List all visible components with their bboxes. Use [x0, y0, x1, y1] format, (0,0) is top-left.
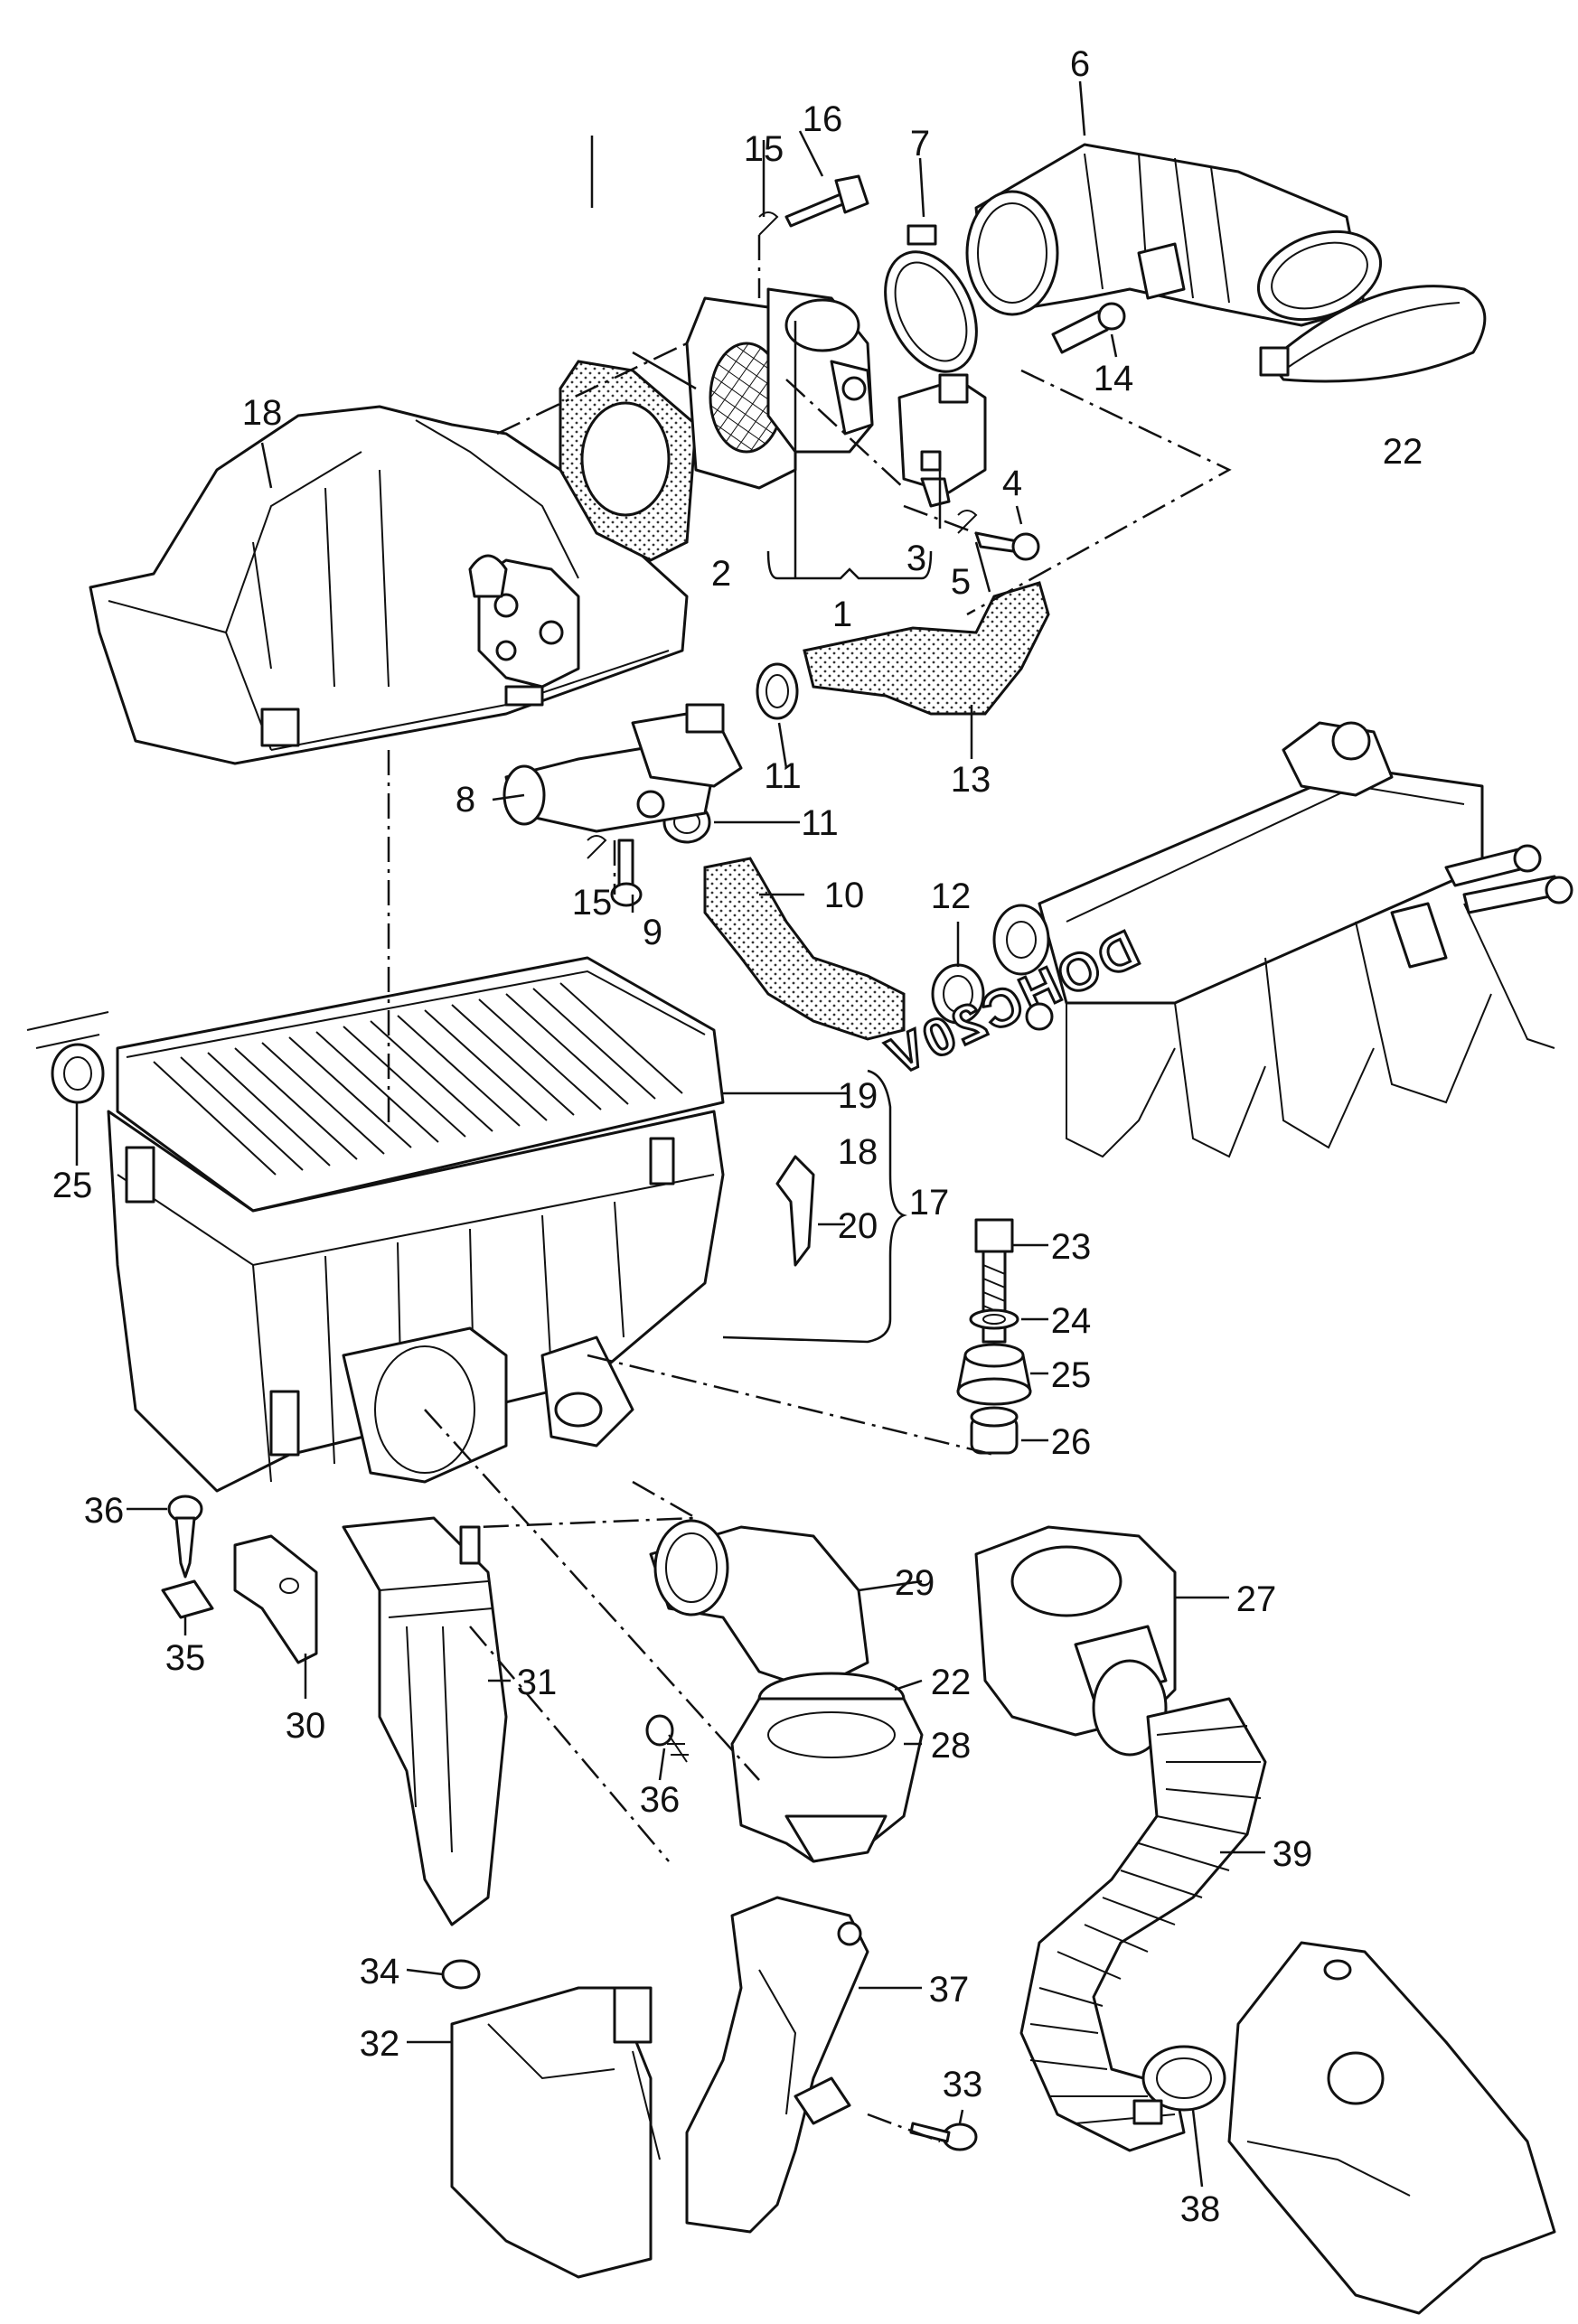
- callout-6: 6: [1070, 44, 1090, 84]
- screw-4: [974, 531, 1040, 561]
- clip-20: [775, 1155, 815, 1267]
- hose-clamp-band-22-top: [1259, 285, 1487, 383]
- callout-16: 16: [803, 99, 843, 139]
- hose-clamp-11-upper: [756, 662, 799, 720]
- gasket: [559, 360, 698, 562]
- callout-2: 2: [711, 554, 731, 594]
- screw-36-middle: [645, 1714, 689, 1763]
- callout-26: 26: [1051, 1422, 1092, 1462]
- callout-17: 17: [909, 1183, 950, 1223]
- callout-15-top: 15: [744, 129, 784, 169]
- spring-clip-15-bottom: [587, 835, 607, 859]
- screw-33: [909, 2122, 978, 2151]
- callout-20: 20: [838, 1206, 878, 1246]
- washer-24: [969, 1308, 1019, 1330]
- nut-34: [441, 1959, 481, 1990]
- callout-35: 35: [165, 1638, 206, 1678]
- callout-18-side: 18: [838, 1132, 878, 1172]
- leader-lines: [75, 80, 1265, 2188]
- callout-24: 24: [1051, 1301, 1092, 1341]
- callout-34: 34: [360, 1952, 400, 1991]
- callout-37: 37: [929, 1970, 970, 2010]
- air-guide-31: [342, 1516, 508, 1926]
- callout-22-top: 22: [1383, 432, 1423, 472]
- callout-4: 4: [1002, 464, 1022, 503]
- connector: [897, 373, 987, 508]
- filter-element: [116, 956, 725, 1213]
- air-duct-32: [450, 1986, 661, 2279]
- screw-36-left: [167, 1495, 203, 1579]
- hose-10: [703, 857, 906, 1041]
- grommet-25-right: [956, 1343, 1032, 1406]
- callout-25-right: 25: [1051, 1355, 1092, 1395]
- callout-36-middle: 36: [640, 1780, 681, 1820]
- callout-23: 23: [1051, 1227, 1092, 1267]
- grommet-25-left: [26, 1011, 109, 1104]
- hose-clamp-7: [884, 224, 978, 373]
- filter-pleats: [153, 982, 683, 1176]
- callout-8: 8: [456, 780, 475, 820]
- air-duct-28: [730, 1697, 924, 1863]
- sleeve-26: [970, 1406, 1019, 1455]
- callout-27: 27: [1236, 1579, 1277, 1619]
- duct-elbow-29: [649, 1519, 869, 1691]
- mounting-bracket: [1227, 1941, 1556, 2315]
- callout-22-lower: 22: [931, 1663, 972, 1702]
- callout-10: 10: [824, 876, 865, 915]
- callout-9: 9: [643, 913, 662, 952]
- callout-11-lower: 11: [801, 803, 839, 843]
- idle-valve-8: [503, 703, 743, 833]
- callout-13: 13: [951, 760, 991, 800]
- callout-29: 29: [895, 1563, 935, 1603]
- callout-25-left: 25: [52, 1166, 93, 1205]
- callout-30: 30: [286, 1706, 326, 1746]
- callout-28: 28: [931, 1726, 972, 1766]
- valve-14: [1051, 302, 1126, 354]
- heat-shield-37: [685, 1896, 869, 2234]
- callout-15-bottom: 15: [572, 883, 613, 923]
- assembly-center-lines: [387, 235, 1232, 2143]
- callout-39: 39: [1273, 1834, 1313, 1874]
- hose-clamp-12: [931, 963, 985, 1025]
- callout-14: 14: [1094, 359, 1134, 398]
- air-mass-meter-27: [974, 1525, 1177, 1757]
- clip-35: [161, 1579, 214, 1619]
- screw-9: [610, 839, 643, 907]
- intake-boot: [965, 143, 1383, 327]
- callout-11-upper: 11: [764, 756, 802, 796]
- callout-7: 7: [910, 124, 930, 164]
- callout-33: 33: [943, 2065, 983, 2104]
- callout-32: 32: [360, 2024, 400, 2064]
- bracket-30: [233, 1534, 318, 1664]
- hose-clamp-38: [1132, 2045, 1226, 2125]
- callout-36-left: 36: [84, 1491, 125, 1531]
- callout-12: 12: [931, 876, 972, 916]
- callout-18-top: 18: [242, 393, 283, 433]
- air-mass-meter: [685, 287, 874, 490]
- air-filter-upper-housing: [89, 405, 689, 765]
- callout-38: 38: [1180, 2189, 1221, 2229]
- callout-31: 31: [517, 1663, 558, 1702]
- screw-16: [784, 174, 869, 228]
- callout-3: 3: [906, 539, 926, 578]
- spring-clip-15-top: [758, 211, 779, 236]
- callout-1: 1: [832, 595, 852, 634]
- air-filter-lower-housing: [107, 1110, 725, 1493]
- callout-5: 5: [951, 562, 971, 602]
- hose-13: [803, 581, 1050, 716]
- callout-19: 19: [838, 1076, 878, 1116]
- callout-labels: 1 2 3 4 5 6 7 8 9 10 11 11 12 13 14 15 1…: [52, 44, 1423, 2229]
